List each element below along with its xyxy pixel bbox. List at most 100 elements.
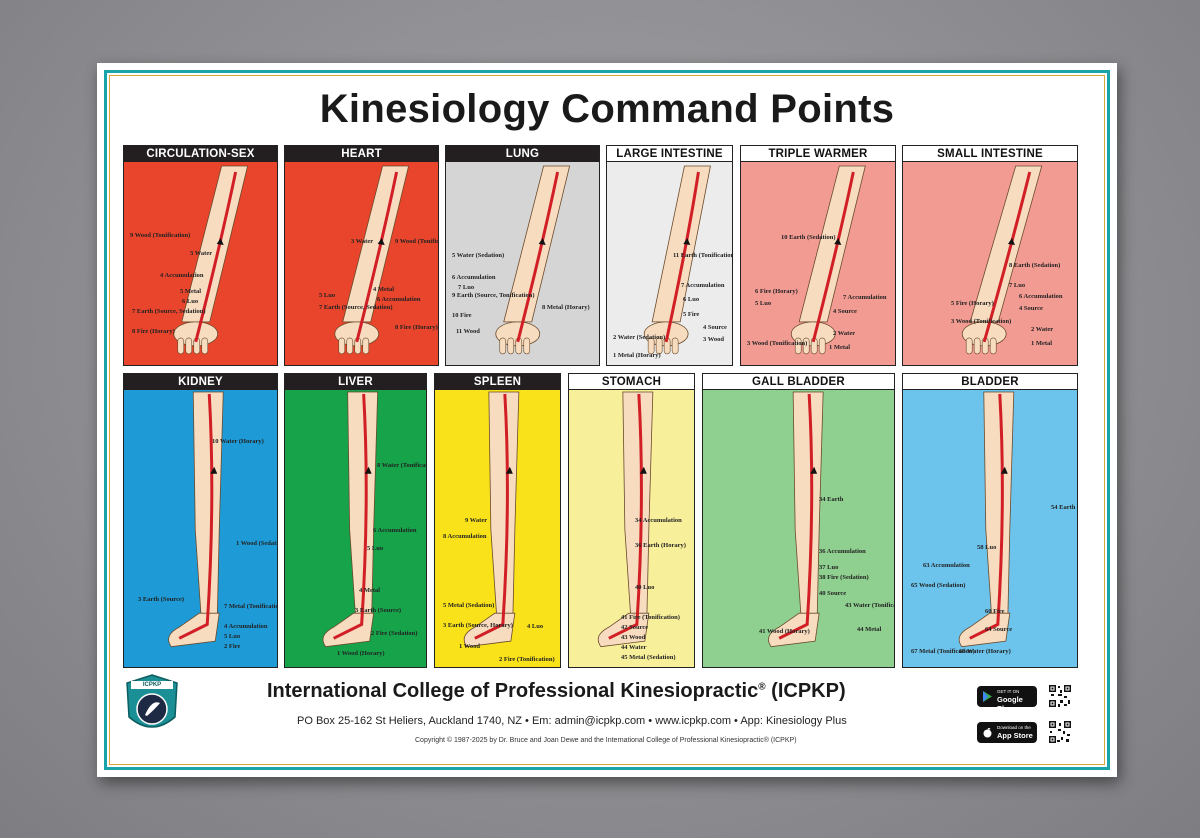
point-label: 1 Metal [1031,340,1053,347]
point-label: 8 Fire (Horary) [395,324,438,331]
point-label: 7 Luo [458,284,475,291]
panel-title-liver: LIVER [285,374,426,390]
point-label: 5 Fire [683,311,700,318]
poster-border-teal [104,70,1110,770]
point-label: 63 Accumulation [923,562,970,569]
panel-body-liver: 8 Water (Tonification) 6 Accumulation 5 Lu… [285,390,426,667]
point-label: 6 Luo [683,296,700,303]
point-label: 54 Earth [1051,504,1076,511]
point-label: 67 Metal (Tonification) [911,648,975,655]
meridian-figure-bladder [958,391,1015,648]
icpkp-logo-icon [126,674,178,733]
poster-title: Kinesiology Command Points [319,87,895,131]
point-label: 4 Accumulation [160,272,204,279]
point-label: 11 Wood [456,328,480,335]
point-label: 3 Wood [703,336,725,343]
point-label: 2 Fire (Tonification) [499,656,555,663]
point-label: 8 Water (Tonification) [377,462,427,469]
point-label: 45 Metal (Sedation) [621,654,676,661]
point-label: 4 Source [833,308,857,315]
point-label: 1 Wood (Sedation) [236,540,278,547]
app-store-qr-code-icon[interactable] [1048,720,1072,744]
google-play-badge[interactable]: GET IT ON Google Play [977,686,1037,713]
app-store-small-text: Download on the [997,725,1031,730]
point-label: 42 Source [621,624,649,631]
point-label: 6 Accumulation [373,527,417,534]
point-label: 3 Earth (Source) [355,607,402,614]
point-label: 36 Accumulation [819,548,866,555]
panel-body-bladder: 54 Earth 58 Luo 63 Accumulation 65 Wood (Se… [903,390,1077,667]
point-label: 2 Water [833,330,856,337]
panel-title-heart: HEART [285,146,438,162]
point-label: 7 Accumulation [681,282,725,289]
point-label: 5 Luo [319,292,336,299]
meridian-figure-spleen [463,391,520,648]
point-label: 1 Metal [829,344,851,351]
point-label: 3 Water [190,250,213,257]
point-label: 44 Water [621,644,647,651]
point-label: 9 Water [465,517,488,524]
panel-title-bladder: BLADDER [903,374,1077,390]
meridian-figure-stomach [597,391,654,648]
point-label: 9 Wood (Tonification) [130,232,191,239]
point-label: 7 Metal (Tonification) [224,603,277,610]
point-label: 2 Fire [224,643,241,650]
app-store-badge[interactable]: Download on the App Store [977,722,1037,743]
copyright: Copyright © 1987-2025 by Dr. Bruce and J… [415,737,797,744]
meridian-figure-heart [334,165,410,355]
point-label: 36 Earth (Horary) [635,542,686,549]
meridian-figure-triple-warmer [790,165,866,355]
point-label: 1 Metal (Horary) [613,352,661,359]
point-label: 8 Earth (Sedation) [1009,262,1061,269]
panel-title-large-intestine: LARGE INTESTINE [607,146,732,162]
point-label: 65 Wood (Sedation) [911,582,966,589]
point-label: 5 Water (Sedation) [452,252,505,259]
google-play-qr-code-icon[interactable] [1048,684,1072,708]
poster-border-gold [109,75,1105,765]
point-label: 2 Fire (Sedation) [371,630,418,637]
point-label: 9 Earth (Source, Tonification) [452,292,535,299]
panel-bladder: BLADDER 54 Earth 58 Luo 63 Accumulation 65 W… [902,373,1078,668]
point-label: 3 Earth (Source, Horary) [443,622,513,629]
point-label: 3 Water [351,238,374,245]
meridian-figure-circulation-sex [173,165,249,355]
point-label: 40 Luo [635,584,655,591]
point-label: 6 Accumulation [377,296,421,303]
panel-body-kidney: 10 Water (Horary)1 Wood (Sedation)3 Eart… [124,390,277,667]
google-play-small-text: GET IT ON [997,689,1020,694]
point-label: 1 Wood [459,643,481,650]
point-label: 6 Luo [182,298,199,305]
point-label: 5 Luo [367,545,384,552]
point-label: 1 Wood (Horary) [337,650,385,657]
point-label: 5 Luo [755,300,772,307]
point-label: 4 Source [703,324,727,331]
point-label: 5 Fire (Horary) [951,300,994,307]
point-label: 5 Metal (Sedation) [443,602,495,609]
point-label: 37 Luo [819,564,839,571]
org-name-text: International College of Professional Ki… [267,680,759,702]
panel-title-gall-bladder: GALL BLADDER [703,374,894,390]
point-label: 44 Metal [857,626,882,633]
point-label: 10 Fire [452,312,472,319]
point-label: 66 Water (Horary) [959,648,1011,655]
contact-address: PO Box 25-162 St Heliers, Auckland 1740,… [297,715,847,727]
point-label: 10 Water (Horary) [212,438,264,445]
point-label: 6 Accumulation [452,274,496,281]
panel-title-spleen: SPLEEN [435,374,560,390]
point-label: 7 Luo [1009,282,1026,289]
point-label: 4 Luo [527,623,544,630]
point-label: 58 Luo [977,544,997,551]
point-label: 2 Water [1031,326,1054,333]
panel-title-stomach: STOMACH [569,374,694,390]
apple-icon [983,728,992,738]
point-label: 10 Earth (Sedation) [781,234,836,241]
panel-title-small-intestine: SMALL INTESTINE [903,146,1077,162]
